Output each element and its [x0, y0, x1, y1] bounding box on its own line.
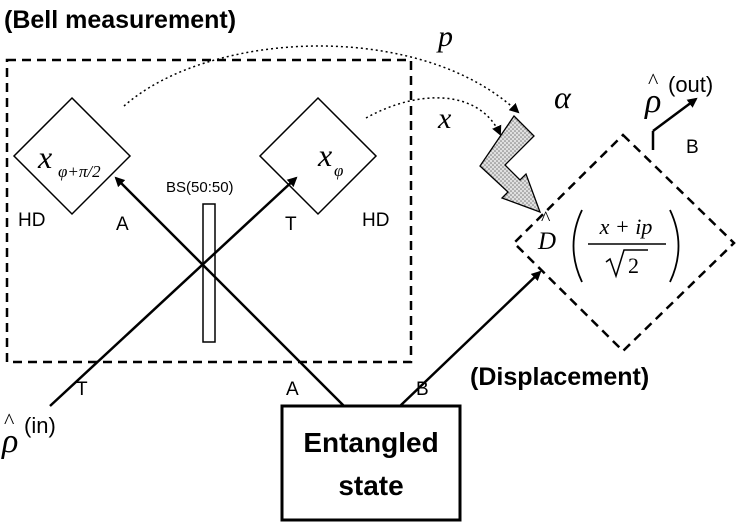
displacement-left-paren: [572, 209, 583, 283]
rho-in-symbol: ρ: [1, 423, 18, 460]
beam-a-in-to-hd-left: [114, 176, 345, 407]
mode-label-a-source: A: [286, 379, 299, 400]
displacement-d-symbol: D: [537, 228, 556, 255]
mode-label-b-out: B: [686, 137, 699, 158]
classical-signal-p-label: p: [436, 20, 453, 53]
displacement-numerator: x + ip: [599, 214, 653, 239]
detector-right-quadrature: x: [317, 137, 332, 173]
bell-measurement-title: (Bell measurement): [4, 6, 236, 34]
detector-right-subscript: φ: [334, 161, 343, 180]
displacement-right-paren: [669, 209, 680, 283]
entangled-state-line2: state: [338, 470, 403, 501]
detector-left-subscript: φ+π/2: [58, 162, 101, 181]
displacement-sqrt-sign: [605, 249, 648, 279]
entangled-state-line1: Entangled: [303, 427, 438, 458]
mode-label-a-hd: A: [116, 214, 129, 235]
beam-splitter: [202, 203, 216, 343]
beam-t-in-to-hd-right: [49, 176, 298, 407]
mode-label-b-source: B: [416, 379, 429, 400]
displacement-label: (Displacement): [470, 363, 649, 391]
rho-out-hat: ^: [648, 68, 659, 93]
rho-out-superscript: (out): [668, 72, 713, 97]
displacement-denominator: 2: [628, 253, 639, 278]
mode-label-t-input: T: [76, 379, 88, 400]
hd-label-left: HD: [18, 210, 45, 231]
homodyne-detector-left: [12, 96, 132, 216]
rho-in-hat: ^: [4, 408, 15, 433]
entangled-state-box: [280, 404, 462, 522]
hd-label-right: HD: [362, 210, 389, 231]
classical-signal-x: [365, 97, 502, 136]
classical-signal-x-label: x: [437, 102, 452, 135]
mode-label-t-hd: T: [285, 214, 297, 235]
beam-out-arrow: [652, 97, 698, 133]
feedforward-alpha-arrow: [479, 114, 542, 214]
detector-left-quadrature: x: [37, 139, 52, 175]
alpha-label: α: [554, 79, 572, 115]
displacement-d-hat: ^: [541, 208, 551, 230]
rho-in-superscript: (in): [24, 413, 56, 438]
bell-measurement-box: [5, 58, 413, 364]
beam-splitter-label: BS(50:50): [166, 179, 234, 196]
beam-b-to-displacement: [399, 270, 542, 407]
classical-signal-p: [123, 45, 520, 114]
displacement-box: [512, 133, 736, 353]
rho-out-symbol: ρ: [644, 83, 661, 120]
